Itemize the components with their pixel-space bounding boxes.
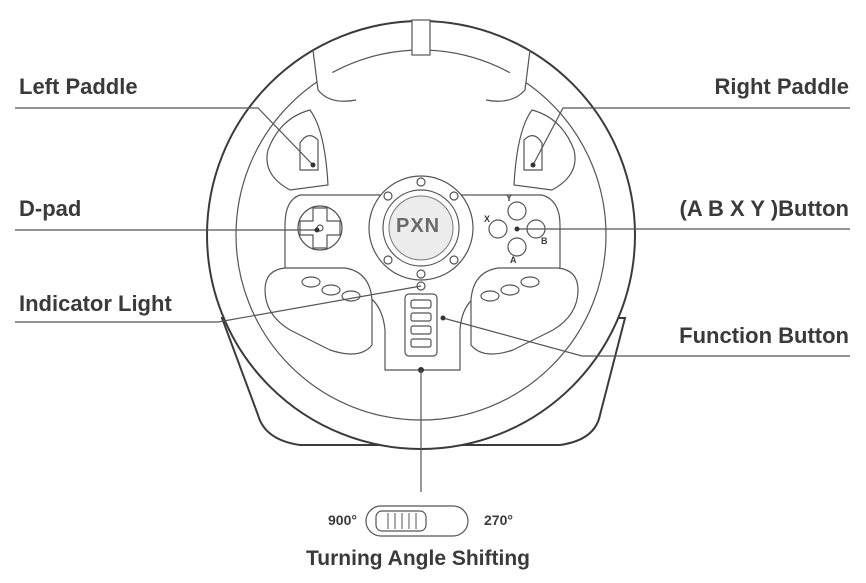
- label-abxy-button: (A B X Y )Button: [679, 196, 849, 221]
- top-center-marker: [411, 19, 431, 56]
- label-left-paddle: Left Paddle: [19, 74, 138, 99]
- d-pad: [297, 205, 343, 251]
- label-function-button: Function Button: [679, 323, 849, 348]
- angle-switch: [365, 505, 469, 537]
- button-x-letter: X: [484, 214, 491, 224]
- label-right-paddle: Right Paddle: [714, 74, 849, 99]
- function-button-stack: [404, 293, 438, 357]
- left-lower-grip: [264, 267, 373, 355]
- button-b-letter: B: [541, 236, 548, 246]
- right-small-buttons: [480, 276, 540, 302]
- label-indicator-light: Indicator Light: [19, 291, 172, 316]
- left-small-buttons: [301, 276, 361, 302]
- leader-lines: [15, 107, 850, 492]
- button-a-letter: A: [510, 255, 517, 265]
- label-d-pad: D-pad: [19, 196, 82, 221]
- label-turning-angle-shifting: Turning Angle Shifting: [306, 547, 530, 570]
- abxy-cluster: [488, 201, 546, 257]
- pxn-logo: PXN: [396, 215, 441, 237]
- switch-right-value: 270°: [484, 512, 513, 528]
- switch-left-value: 900°: [328, 512, 357, 528]
- upper-spoke-left: [312, 49, 357, 102]
- upper-spoke-right: [485, 49, 531, 102]
- logo-disc: [388, 195, 454, 261]
- button-y-letter: Y: [506, 193, 513, 203]
